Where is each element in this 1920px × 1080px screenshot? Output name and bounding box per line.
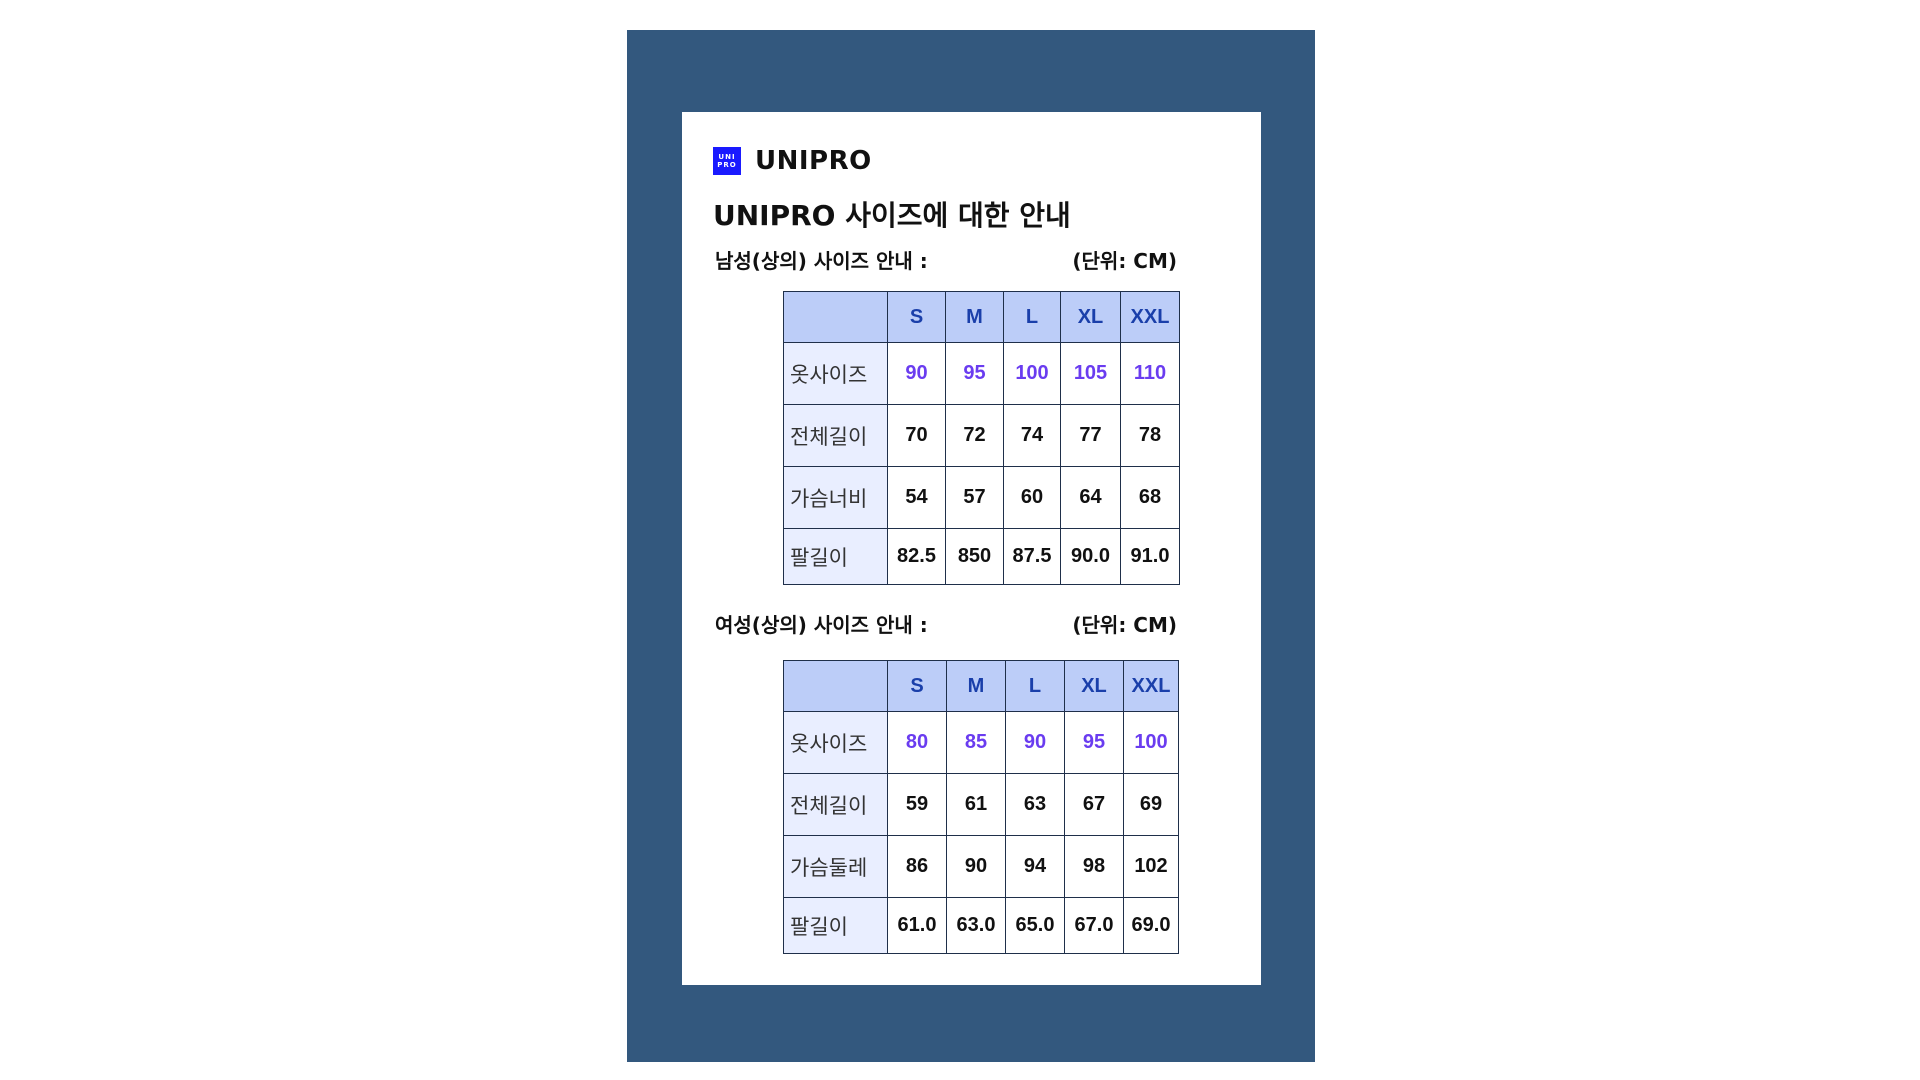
size-col-header: S <box>887 291 946 343</box>
women-header-row: S M L XL XXL <box>783 660 1179 712</box>
men-size-table: S M L XL XXL 옷사이즈 90 95 100 105 110 전체길이… <box>783 291 1180 585</box>
table-cell: 100 <box>1123 711 1179 774</box>
table-cell: 87.5 <box>1003 528 1061 585</box>
size-col-header: XXL <box>1123 660 1179 712</box>
table-row: 가슴둘레 86 90 94 98 102 <box>783 835 1179 898</box>
table-cell: 67.0 <box>1064 897 1124 954</box>
row-label: 팔길이 <box>783 897 888 954</box>
size-col-header: M <box>946 660 1006 712</box>
table-cell: 63 <box>1005 773 1065 836</box>
men-unit-label: (단위: CM) <box>1072 249 1177 273</box>
table-cell: 86 <box>887 835 947 898</box>
table-row: 팔길이 61.0 63.0 65.0 67.0 69.0 <box>783 897 1179 954</box>
row-label: 가슴너비 <box>783 466 888 529</box>
size-col-header: M <box>945 291 1004 343</box>
women-section-title: 여성(상의) 사이즈 안내 : <box>715 613 928 637</box>
table-cell: 74 <box>1003 404 1061 467</box>
page-title: UNIPRO 사이즈에 대한 안내 <box>713 199 1071 232</box>
table-cell: 90 <box>1005 711 1065 774</box>
table-cell: 95 <box>1064 711 1124 774</box>
table-cell: 70 <box>887 404 946 467</box>
table-cell: 64 <box>1060 466 1121 529</box>
size-col-header: XL <box>1060 291 1121 343</box>
size-col-header: L <box>1005 660 1065 712</box>
table-cell: 61 <box>946 773 1006 836</box>
table-cell: 54 <box>887 466 946 529</box>
table-row: 가슴너비 54 57 60 64 68 <box>783 466 1180 529</box>
table-cell: 78 <box>1120 404 1180 467</box>
row-label: 옷사이즈 <box>783 711 888 774</box>
table-cell: 63.0 <box>946 897 1006 954</box>
table-cell: 65.0 <box>1005 897 1065 954</box>
row-label: 가슴둘레 <box>783 835 888 898</box>
row-label: 전체길이 <box>783 773 888 836</box>
table-cell: 85 <box>946 711 1006 774</box>
table-cell: 100 <box>1003 342 1061 405</box>
row-label: 옷사이즈 <box>783 342 888 405</box>
unipro-logo-icon: UNI PRO <box>713 147 741 175</box>
men-section-header: 남성(상의) 사이즈 안내 : (단위: CM) <box>715 245 1177 274</box>
women-size-table: S M L XL XXL 옷사이즈 80 85 90 95 100 전체길이 5… <box>783 660 1179 954</box>
table-cell: 90.0 <box>1060 528 1121 585</box>
table-row: 팔길이 82.5 850 87.5 90.0 91.0 <box>783 528 1180 585</box>
table-cell: 82.5 <box>887 528 946 585</box>
table-cell: 102 <box>1123 835 1179 898</box>
row-label: 팔길이 <box>783 528 888 585</box>
table-row: 전체길이 59 61 63 67 69 <box>783 773 1179 836</box>
logo-line-1: UNI <box>718 153 736 161</box>
size-col-header: S <box>887 660 947 712</box>
size-col-header: XL <box>1064 660 1124 712</box>
table-cell: 80 <box>887 711 947 774</box>
table-corner-cell <box>783 291 888 343</box>
table-row: 옷사이즈 90 95 100 105 110 <box>783 342 1180 405</box>
table-cell: 110 <box>1120 342 1180 405</box>
table-cell: 61.0 <box>887 897 947 954</box>
table-cell: 77 <box>1060 404 1121 467</box>
table-cell: 98 <box>1064 835 1124 898</box>
table-cell: 90 <box>946 835 1006 898</box>
table-cell: 69 <box>1123 773 1179 836</box>
table-cell: 69.0 <box>1123 897 1179 954</box>
logo-line-2: PRO <box>717 161 737 169</box>
men-header-row: S M L XL XXL <box>783 291 1180 343</box>
table-corner-cell <box>783 660 888 712</box>
brand-name: UNIPRO <box>755 146 872 176</box>
size-guide-card: UNI PRO UNIPRO UNIPRO 사이즈에 대한 안내 남성(상의) … <box>682 112 1261 985</box>
table-cell: 95 <box>945 342 1004 405</box>
table-row: 옷사이즈 80 85 90 95 100 <box>783 711 1179 774</box>
table-cell: 850 <box>945 528 1004 585</box>
table-cell: 90 <box>887 342 946 405</box>
men-section-title: 남성(상의) 사이즈 안내 : <box>715 249 928 273</box>
women-unit-label: (단위: CM) <box>1072 613 1177 637</box>
size-col-header: XXL <box>1120 291 1180 343</box>
size-col-header: L <box>1003 291 1061 343</box>
table-row: 전체길이 70 72 74 77 78 <box>783 404 1180 467</box>
table-cell: 68 <box>1120 466 1180 529</box>
brand-header: UNI PRO UNIPRO <box>713 146 872 176</box>
table-cell: 91.0 <box>1120 528 1180 585</box>
table-cell: 94 <box>1005 835 1065 898</box>
table-cell: 57 <box>945 466 1004 529</box>
women-section-header: 여성(상의) 사이즈 안내 : (단위: CM) <box>715 609 1177 638</box>
table-cell: 60 <box>1003 466 1061 529</box>
table-cell: 72 <box>945 404 1004 467</box>
row-label: 전체길이 <box>783 404 888 467</box>
table-cell: 59 <box>887 773 947 836</box>
table-cell: 105 <box>1060 342 1121 405</box>
table-cell: 67 <box>1064 773 1124 836</box>
